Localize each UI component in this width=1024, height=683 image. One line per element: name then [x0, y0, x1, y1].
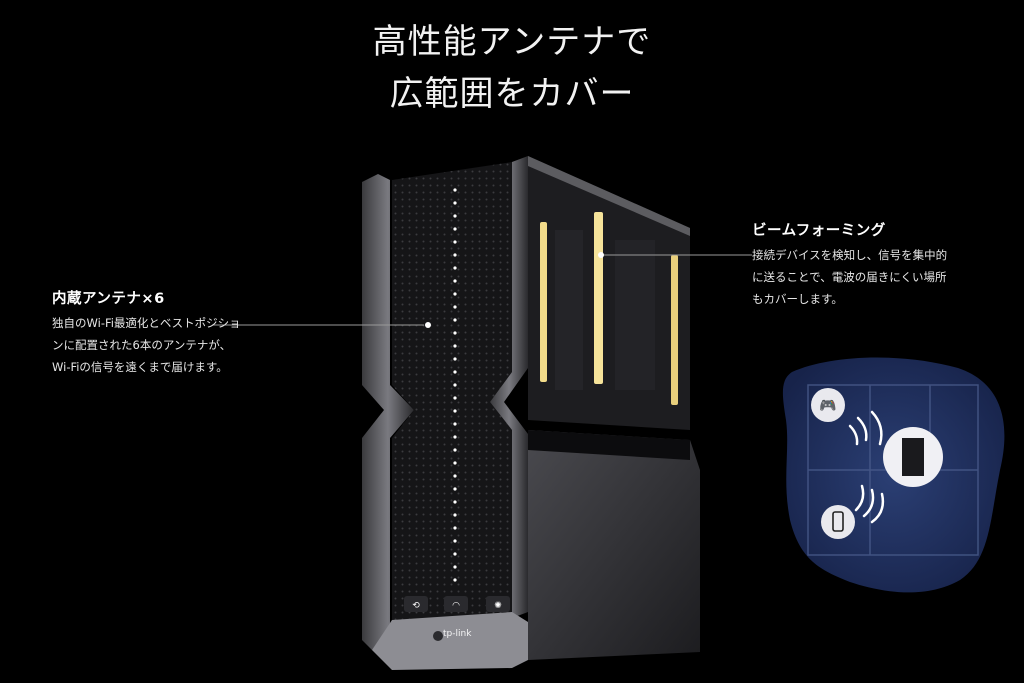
antenna-bar — [594, 212, 603, 384]
desc-line: に送ることで、電波の届きにくい場所 — [752, 270, 947, 284]
router-bottom-plate — [372, 612, 528, 670]
router-base — [528, 430, 700, 660]
desc-line: 独自のWi-Fi最適化とベストポジショ — [52, 316, 241, 330]
beamforming-desc: 接続デバイスを検知し、信号を集中的 に送ることで、電波の届きにくい場所 もカバー… — [752, 244, 947, 310]
headline-line-1: 高性能アンテナで — [372, 22, 652, 62]
router-icon — [902, 438, 924, 476]
internal-antenna-desc: 独自のWi-Fi最適化とベストポジショ ンに配置された6本のアンテナが、 Wi-… — [52, 312, 241, 378]
headline-line-2: 広範囲をカバー — [389, 74, 635, 114]
desc-line: もカバーします。 — [752, 292, 843, 306]
sync-icon: ⟲ — [412, 601, 420, 611]
desc-line: ンに配置された6本のアンテナが、 — [52, 338, 232, 352]
phone-icon — [832, 511, 844, 532]
wifi-icon: ◠ — [452, 601, 460, 611]
led-icon: ✺ — [494, 601, 502, 611]
desc-line: Wi-Fiの信号を遠くまで届けます。 — [52, 360, 228, 374]
router-buttons: ⟲ ◠ ✺ — [404, 596, 510, 612]
gamepad-icon: 🎮 — [819, 398, 836, 414]
desc-line: 接続デバイスを検知し、信号を集中的 — [752, 248, 948, 262]
antenna-bar — [671, 255, 678, 405]
router-frame-right — [490, 156, 528, 618]
router-frame-left — [362, 174, 414, 650]
brand-logo: tp-link — [443, 629, 472, 639]
internal-antenna-title: 内蔵アンテナ×6 — [52, 291, 165, 307]
led-strip — [425, 188, 457, 582]
antenna-bar — [540, 222, 547, 382]
headline: 高性能アンテナで 広範囲をカバー — [0, 16, 1024, 120]
beamforming-title: ビームフォーミング — [752, 223, 886, 239]
